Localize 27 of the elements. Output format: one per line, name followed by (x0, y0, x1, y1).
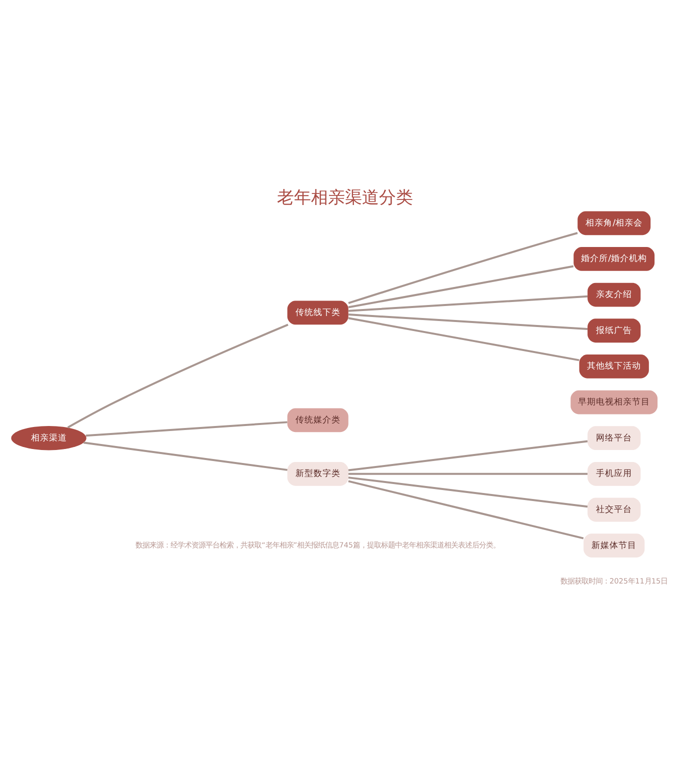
node-box: 网络平台 (588, 426, 641, 450)
connector (348, 295, 588, 312)
node-box: 亲友介绍 (588, 282, 641, 307)
connector (348, 317, 580, 362)
node-box: 传统媒介类 (287, 408, 348, 432)
connector (83, 442, 288, 471)
diagram-title: 老年相亲渠道分类 (277, 188, 413, 208)
node-box: 手机应用 (588, 462, 641, 486)
node-box: 报纸广告 (588, 318, 641, 343)
node-box: 社交平台 (588, 498, 641, 522)
connector (348, 472, 588, 475)
connector (86, 421, 288, 437)
node-box: 新媒体节目 (584, 534, 645, 558)
connector (348, 265, 574, 308)
connector (348, 314, 588, 330)
connector (348, 480, 584, 540)
node-box: 婚介所/婚介机构 (574, 247, 655, 271)
connector (348, 440, 588, 472)
node-box: 早期电视相亲节目 (570, 390, 658, 414)
node-box: 其他线下活动 (579, 354, 649, 378)
connector (67, 324, 288, 428)
node-box: 相亲角/相亲会 (578, 211, 651, 236)
node-ellipse: 相亲渠道 (11, 426, 86, 450)
node-box: 传统线下类 (287, 300, 348, 325)
node-box: 新型数字类 (287, 462, 348, 486)
connector (348, 476, 588, 508)
connector (348, 232, 578, 304)
